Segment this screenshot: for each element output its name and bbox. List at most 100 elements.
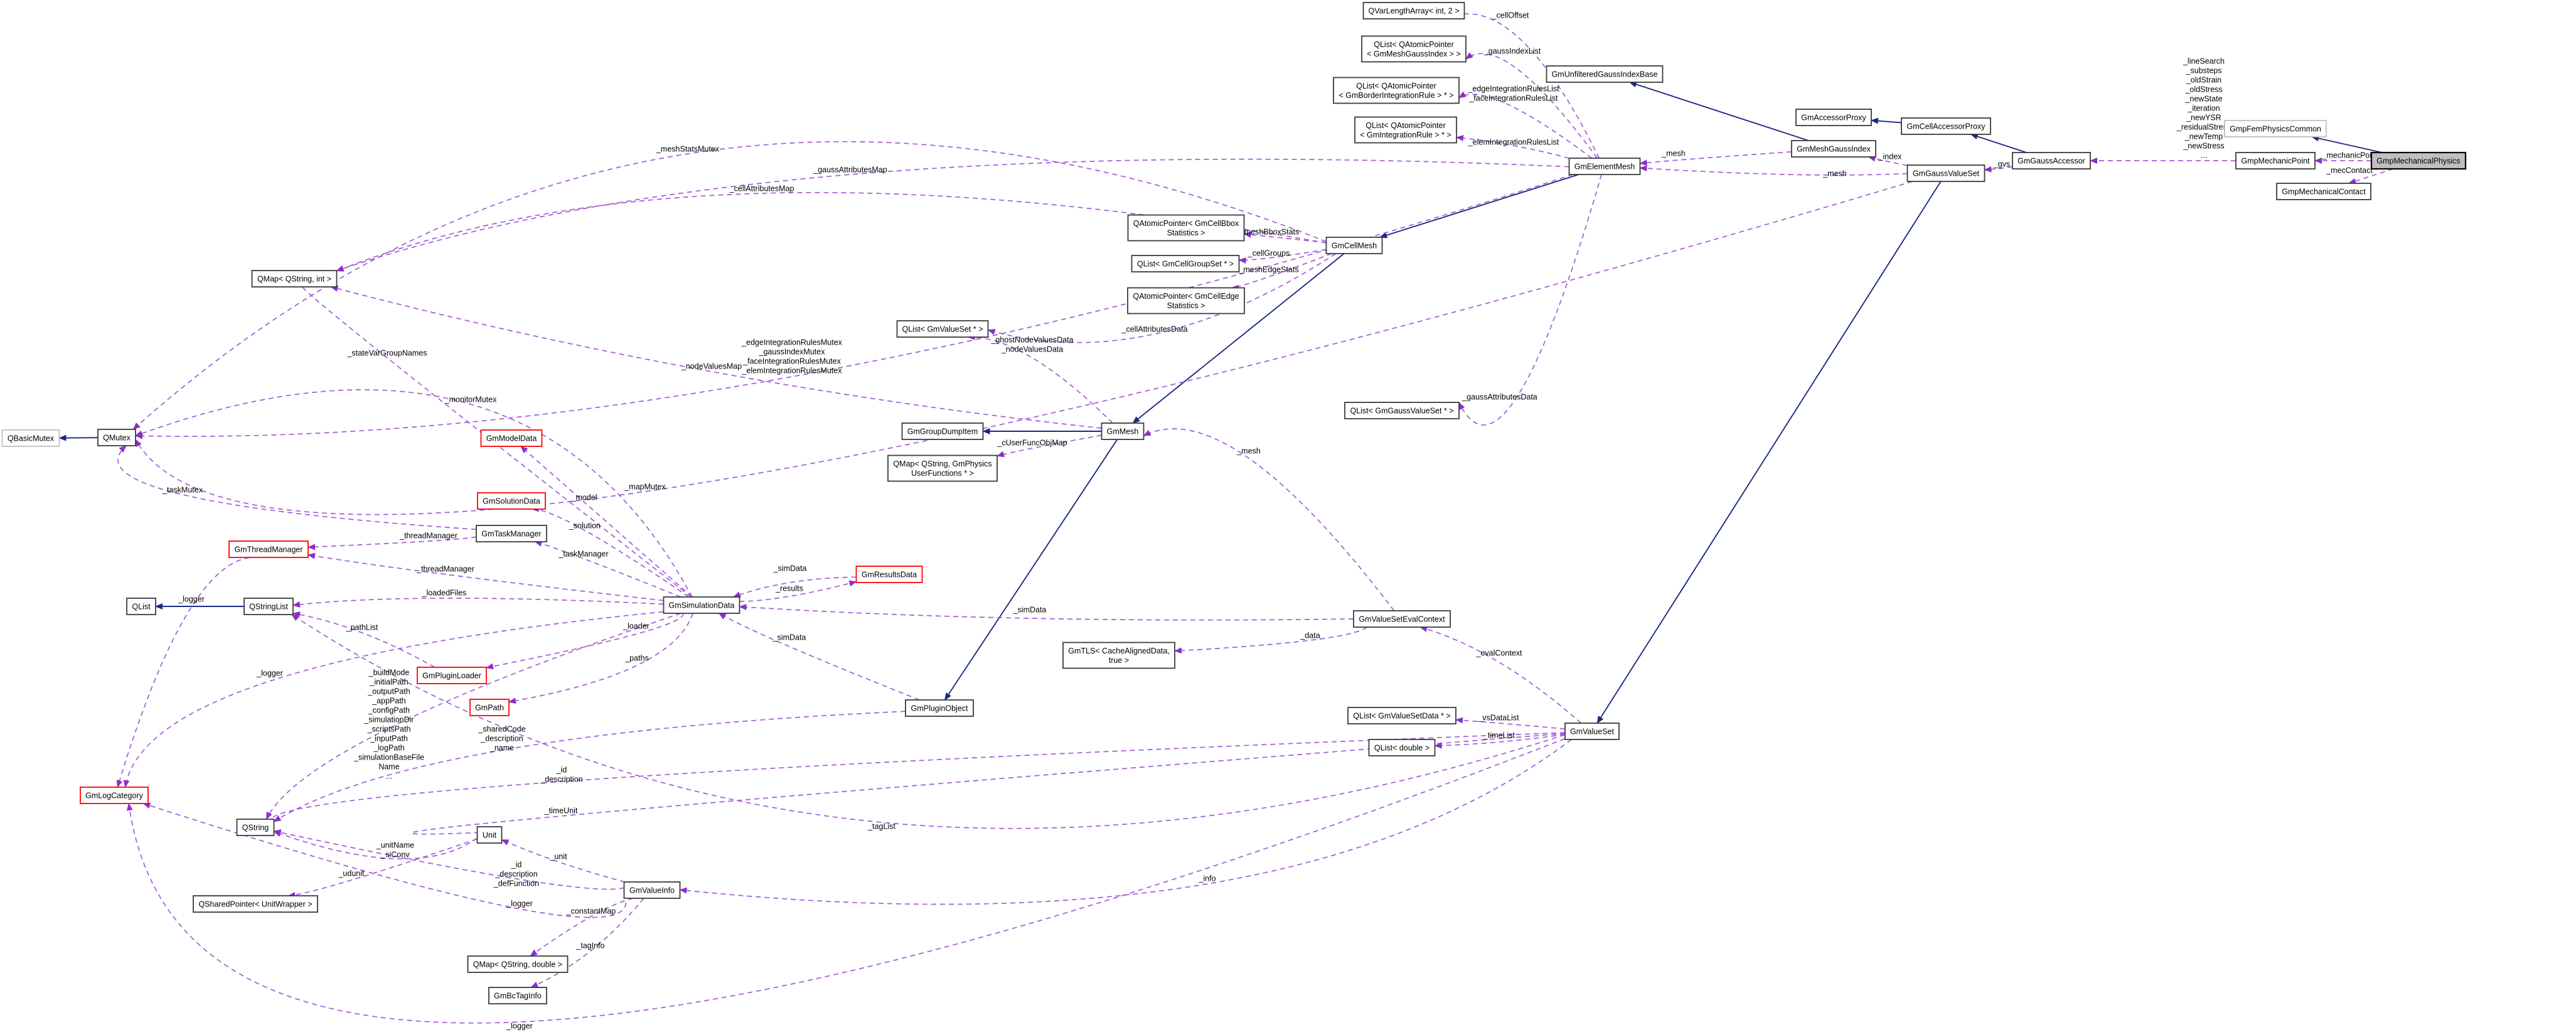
class-node-box[interactable] — [905, 699, 974, 717]
class-node-box[interactable] — [1333, 77, 1460, 104]
class-node-box[interactable] — [480, 429, 543, 447]
class-node-qbasicmutex[interactable]: QBasicMutex — [1, 429, 60, 447]
class-node-box[interactable] — [1101, 422, 1145, 440]
class-node-box[interactable] — [1568, 158, 1641, 175]
class-node-box[interactable] — [477, 492, 546, 510]
class-node-qlist_gaussindex[interactable]: QList< QAtomicPointer< GmMeshGaussIndex … — [1361, 35, 1467, 63]
class-node-qlist_intrule[interactable]: QList< QAtomicPointer< GmIntegrationRule… — [1354, 116, 1457, 144]
class-node-box[interactable] — [896, 320, 989, 338]
class-node-groupdumpitem[interactable]: GmGroupDumpItem — [901, 422, 984, 440]
class-node-pluginloader[interactable]: GmPluginLoader — [417, 667, 487, 684]
class-node-box[interactable] — [1564, 723, 1620, 740]
class-node-solutiondata[interactable]: GmSolutionData — [477, 492, 546, 510]
class-node-box[interactable] — [1, 429, 60, 447]
class-node-box[interactable] — [476, 525, 547, 542]
class-node-qlist_double[interactable]: QList< double > — [1368, 739, 1436, 756]
class-node-unit[interactable]: Unit — [476, 826, 503, 844]
class-node-qstring[interactable]: QString — [236, 819, 275, 836]
class-node-box[interactable] — [1795, 109, 1872, 126]
class-node-femphysicscommon[interactable]: GmpFemPhysicsCommon — [2224, 120, 2327, 137]
class-node-unfiltered[interactable]: GmUnfilteredGaussIndexBase — [1546, 65, 1664, 83]
class-node-resultsdata[interactable]: GmResultsData — [855, 566, 923, 583]
class-node-mechanicalcontact[interactable]: GmpMechanicalContact — [2276, 183, 2371, 200]
class-node-box[interactable] — [251, 270, 338, 288]
class-node-box[interactable] — [228, 540, 309, 558]
class-node-box[interactable] — [476, 826, 503, 844]
class-node-box[interactable] — [236, 819, 275, 836]
class-node-sharedptr_unitwrapper[interactable]: QSharedPointer< UnitWrapper > — [193, 895, 318, 913]
class-node-box[interactable] — [2012, 152, 2091, 169]
class-node-box[interactable] — [901, 422, 984, 440]
class-node-bctaginfo[interactable]: GmBcTagInfo — [488, 987, 547, 1004]
class-node-pluginobject[interactable]: GmPluginObject — [905, 699, 974, 717]
class-node-box[interactable] — [1901, 117, 1991, 135]
class-node-qlist_borderrule[interactable]: QList< QAtomicPointer< GmBorderIntegrati… — [1333, 77, 1460, 104]
class-node-box[interactable] — [623, 881, 681, 899]
class-node-mechanicpoint[interactable]: GmpMechanicPoint — [2235, 152, 2316, 169]
class-node-qmap_qstring_int[interactable]: QMap< QString, int > — [251, 270, 338, 288]
class-node-qmutex[interactable]: QMutex — [97, 429, 136, 446]
class-node-modeldata[interactable]: GmModelData — [480, 429, 543, 447]
class-node-box[interactable] — [855, 566, 923, 583]
class-node-qlist[interactable]: QList — [126, 598, 156, 615]
class-node-valueinfo[interactable]: GmValueInfo — [623, 881, 681, 899]
class-node-valueset[interactable]: GmValueSet — [1564, 723, 1620, 740]
class-node-qstringlist[interactable]: QStringList — [243, 598, 294, 615]
class-node-box[interactable] — [1062, 642, 1175, 669]
class-node-cellmesh[interactable]: GmCellMesh — [1325, 237, 1383, 254]
class-node-simulationdata[interactable]: GmSimulationData — [663, 596, 740, 614]
class-node-box[interactable] — [887, 454, 998, 482]
class-node-meshgaussindex[interactable]: GmMeshGaussIndex — [1791, 140, 1876, 158]
class-node-box[interactable] — [1354, 116, 1457, 144]
class-node-box[interactable] — [97, 429, 136, 446]
class-node-box[interactable] — [1906, 164, 1985, 182]
class-node-mechanicalphysics[interactable]: GmpMechanicalPhysics — [2370, 151, 2467, 170]
class-node-qmap_qstring_double[interactable]: QMap< QString, double > — [467, 955, 569, 973]
class-node-box[interactable] — [1353, 610, 1451, 628]
class-node-cellgroupset[interactable]: QList< GmCellGroupSet * > — [1131, 255, 1240, 272]
class-node-gmpath[interactable]: GmPath — [469, 699, 510, 716]
class-node-box[interactable] — [2276, 183, 2371, 200]
class-node-gmmesh[interactable]: GmMesh — [1101, 422, 1145, 440]
class-node-box[interactable] — [80, 787, 149, 804]
class-node-taskmanager[interactable]: GmTaskManager — [476, 525, 547, 542]
class-node-elementmesh[interactable]: GmElementMesh — [1568, 158, 1641, 175]
class-node-gaussvalueset[interactable]: GmGaussValueSet — [1906, 164, 1985, 182]
class-node-gmtls[interactable]: GmTLS< CacheAlignedData,true > — [1062, 642, 1175, 669]
class-node-box[interactable] — [1368, 739, 1436, 756]
class-node-qlist_gaussvalueset[interactable]: QList< GmGaussValueSet * > — [1344, 402, 1460, 419]
class-node-box[interactable] — [663, 596, 740, 614]
class-node-qvarlengtharray[interactable]: QVarLengthArray< int, 2 > — [1362, 2, 1465, 19]
class-node-threadmanager[interactable]: GmThreadManager — [228, 540, 309, 558]
class-node-box[interactable] — [1127, 214, 1245, 242]
class-node-evalcontext[interactable]: GmValueSetEvalContext — [1353, 610, 1451, 628]
class-node-box[interactable] — [1325, 237, 1383, 254]
class-node-box[interactable] — [1127, 287, 1245, 314]
class-node-box[interactable] — [1361, 35, 1467, 63]
class-node-box[interactable] — [469, 699, 510, 716]
class-node-logcategory[interactable]: GmLogCategory — [80, 787, 149, 804]
class-node-qlist_vsdata[interactable]: QList< GmValueSetData * > — [1347, 707, 1456, 724]
class-node-box[interactable] — [1362, 2, 1465, 19]
class-node-box[interactable] — [2370, 151, 2467, 170]
class-node-cellaccessorproxy[interactable]: GmCellAccessorProxy — [1901, 117, 1991, 135]
class-node-box[interactable] — [193, 895, 318, 913]
class-node-box[interactable] — [1347, 707, 1456, 724]
class-node-box[interactable] — [2235, 152, 2316, 169]
class-node-box[interactable] — [1344, 402, 1460, 419]
class-node-box[interactable] — [488, 987, 547, 1004]
class-node-box[interactable] — [243, 598, 294, 615]
class-node-qlist_valueset[interactable]: QList< GmValueSet * > — [896, 320, 989, 338]
class-node-box[interactable] — [126, 598, 156, 615]
class-node-box[interactable] — [467, 955, 569, 973]
class-node-box[interactable] — [1546, 65, 1664, 83]
class-node-box[interactable] — [417, 667, 487, 684]
class-node-accessorproxy[interactable]: GmAccessorProxy — [1795, 109, 1872, 126]
class-node-gaussaccessor[interactable]: GmGaussAccessor — [2012, 152, 2091, 169]
class-node-box[interactable] — [1791, 140, 1876, 158]
class-node-box[interactable] — [1131, 255, 1240, 272]
class-node-box[interactable] — [2224, 120, 2327, 137]
